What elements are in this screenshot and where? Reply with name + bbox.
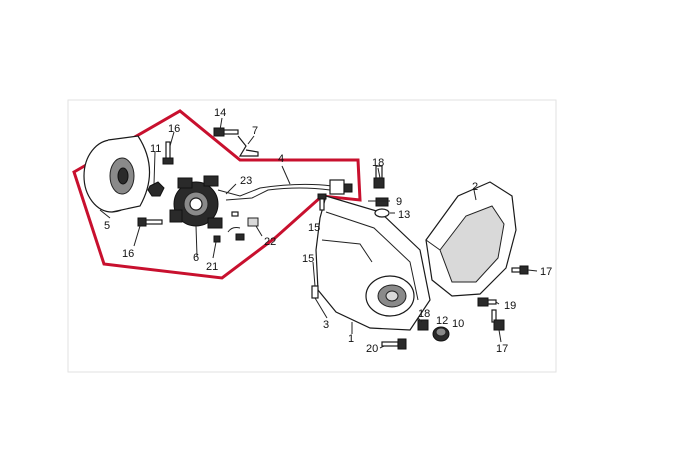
callout-19: 19	[504, 300, 516, 312]
callout-7: 7	[252, 125, 258, 137]
flywheel-rotor	[83, 135, 151, 213]
highlight-outline	[72, 109, 362, 280]
leader-lines	[99, 117, 538, 349]
cap-12	[432, 326, 450, 342]
callout-17-lower: 17	[496, 343, 508, 355]
bolt-17-lower	[491, 309, 505, 331]
nut-11	[147, 181, 165, 197]
bolt-16-upper	[162, 141, 174, 165]
callout-12: 12	[436, 315, 448, 327]
callout-16-upper: 16	[168, 123, 180, 135]
plug-9	[375, 197, 389, 207]
callout-18-upper: 18	[372, 157, 384, 169]
dowel-pin-3	[311, 285, 319, 299]
bolt-20	[381, 338, 407, 350]
callout-6: 6	[193, 252, 199, 264]
callout-10: 10	[452, 318, 464, 330]
bolt-15	[317, 193, 327, 211]
callout-1: 1	[348, 333, 354, 345]
callout-18-lower: 18	[418, 308, 430, 320]
crankcase-cover	[315, 195, 431, 331]
callout-9: 9	[396, 196, 402, 208]
callout-3: 3	[323, 319, 329, 331]
callout-15-lower: 15	[302, 253, 314, 265]
wire-clamp-7	[237, 135, 259, 157]
callout-11: 11	[150, 143, 161, 155]
callout-16-lower: 16	[122, 248, 134, 260]
callout-23: 23	[240, 175, 252, 187]
callout-15-upper: 15	[308, 222, 320, 234]
fan-shroud	[425, 181, 517, 297]
callout-21: 21	[206, 261, 218, 273]
o-ring-13	[374, 208, 390, 218]
callout-17-upper: 17	[540, 266, 552, 278]
diagram-frame	[67, 99, 557, 373]
callout-5: 5	[104, 220, 110, 232]
bolt-19	[477, 297, 497, 307]
bolt-17-upper	[511, 265, 529, 275]
pulser-coil-22	[231, 211, 259, 227]
bolt-14	[213, 127, 239, 137]
callout-4: 4	[278, 153, 284, 165]
screw-21	[213, 227, 245, 243]
callout-2: 2	[472, 181, 478, 193]
bolt-18-lower	[417, 319, 429, 331]
bolt-16-lower	[137, 217, 163, 227]
bolt-18-upper	[373, 165, 385, 189]
callout-14: 14	[214, 107, 226, 119]
wire-harness	[217, 179, 353, 201]
stator	[169, 175, 223, 229]
callout-13: 13	[398, 209, 410, 221]
callout-22: 22	[264, 236, 276, 248]
callout-20: 20	[366, 343, 378, 355]
